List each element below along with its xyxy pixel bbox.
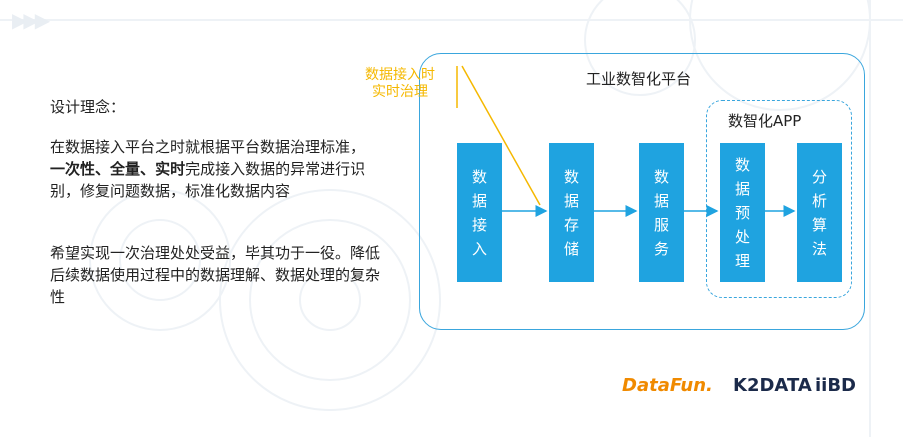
- platform-container: [419, 53, 865, 330]
- annotation-line-2: 实时治理: [372, 84, 428, 100]
- concept-title: 设计理念：: [50, 98, 126, 116]
- k2data-logo: K2DATA: [733, 375, 812, 396]
- concept-paragraph-1: 在数据接入平台之时就根据平台数据治理标准，一次性、全量、实时完成接入数据的异常进…: [50, 136, 380, 202]
- block-data-storage: 数据存储: [549, 143, 594, 282]
- annotation-line-1: 数据接入时: [365, 67, 435, 83]
- app-title: 数智化APP: [728, 112, 802, 130]
- annotation-label: 数据接入时 实时治理: [360, 67, 440, 101]
- p1-sep-2: 、: [140, 160, 156, 178]
- p1-bold-full: 全量: [110, 160, 141, 178]
- block-data-service: 数据服务: [639, 143, 684, 282]
- annotation-diagonal-line: [461, 65, 541, 206]
- p1-lead: 在数据接入平台之时就根据平台数据治理标准，: [50, 138, 366, 156]
- block-data-ingest: 数据接入: [457, 143, 502, 282]
- block-data-preprocess: 数据预处理: [720, 143, 765, 282]
- block-analysis-algorithm: 分析算法: [797, 143, 842, 282]
- p1-bold-realtime: 实时: [155, 160, 186, 178]
- datafun-logo: DataFun.: [622, 375, 713, 396]
- platform-title: 工业数智化平台: [586, 70, 692, 88]
- p1-tail: 完成接入数据的异常进行识别，修复问题数据，标准化数据内容: [50, 160, 366, 200]
- p1-sep-1: 、: [95, 160, 111, 178]
- concept-paragraph-2: 希望实现一次治理处处受益，毕其功于一役。降低后续数据使用过程中的数据理解、数据处…: [50, 244, 381, 306]
- iibd-logo: iiBD: [815, 375, 857, 396]
- app-container: [706, 100, 852, 298]
- corner-arrows-decoration: ▶▶▶: [12, 8, 50, 32]
- p1-bold-once: 一次性: [50, 160, 96, 178]
